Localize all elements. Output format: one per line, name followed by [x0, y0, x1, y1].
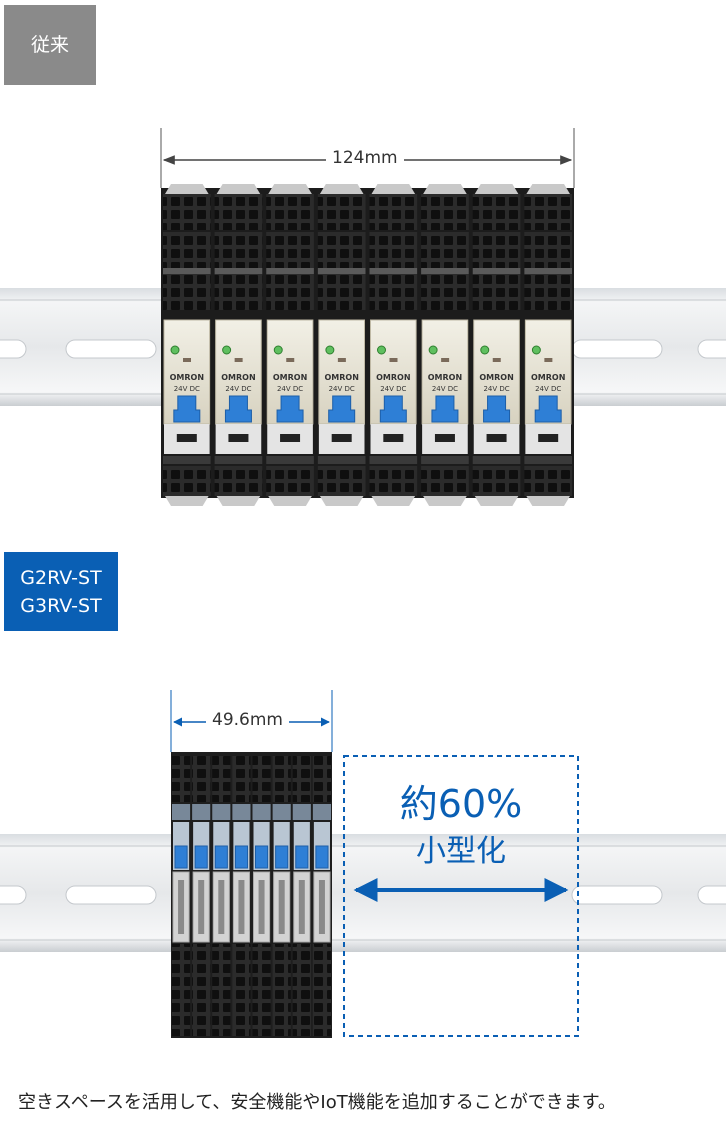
- relay-voltage-text: 24V DC: [535, 385, 561, 393]
- new-model-line-1: G2RV-ST: [20, 566, 102, 589]
- relay-voltage-text: 24V DC: [380, 385, 406, 393]
- saved-space-box: [343, 755, 579, 1037]
- relay-voltage-text: 24V DC: [277, 385, 303, 393]
- relay-brand-text: OMRON: [170, 373, 204, 382]
- new-width-label: 49.6mm: [206, 710, 289, 730]
- relay-voltage-text: 24V DC: [432, 385, 458, 393]
- new-relay-module: [212, 756, 231, 1036]
- relay-voltage-text: 24V DC: [174, 385, 200, 393]
- relay-brand-text: OMRON: [221, 373, 255, 382]
- new-relay-module: [192, 756, 211, 1036]
- relay-brand-text: OMRON: [376, 373, 410, 382]
- relay-brand-text: OMRON: [273, 373, 307, 382]
- caption-text: 空きスペースを活用して、安全機能やIoT機能を追加することができます。: [18, 1092, 616, 1113]
- conventional-relay-module: OMRON 24V DC: [163, 184, 211, 506]
- new-relay-module: [252, 756, 271, 1036]
- relay-brand-text: OMRON: [324, 373, 358, 382]
- new-model-line-2: G3RV-ST: [20, 594, 102, 617]
- conventional-label-text: 従来: [30, 34, 69, 56]
- relay-voltage-text: 24V DC: [225, 385, 251, 393]
- new-model-label: G2RV-ST G3RV-ST: [4, 552, 118, 631]
- new-relay-module: [172, 756, 191, 1036]
- conventional-relay-module: OMRON 24V DC: [369, 184, 418, 506]
- conventional-relay-module: OMRON 24V DC: [421, 184, 469, 506]
- conventional-relay-module: OMRON 24V DC: [317, 184, 366, 506]
- relay-voltage-text: 24V DC: [329, 385, 355, 393]
- new-relay-module: [292, 756, 311, 1036]
- relay-brand-text: OMRON: [428, 373, 462, 382]
- new-relay-module: [312, 756, 331, 1036]
- conventional-label: 従来: [4, 5, 96, 85]
- conventional-width-label: 124mm: [326, 148, 404, 168]
- conventional-relay-module: OMRON 24V DC: [472, 184, 521, 506]
- conventional-relay-module: OMRON 24V DC: [214, 184, 263, 506]
- relay-brand-text: OMRON: [479, 373, 513, 382]
- new-relay-module: [272, 756, 291, 1036]
- conventional-relay-module: OMRON 24V DC: [266, 184, 314, 506]
- new-relay-module: [232, 756, 251, 1036]
- relay-voltage-text: 24V DC: [483, 385, 509, 393]
- reduction-percent: 約60%: [399, 782, 523, 826]
- reduction-label: 小型化: [416, 834, 506, 869]
- relay-brand-text: OMRON: [531, 373, 565, 382]
- conventional-relay-module: OMRON 24V DC: [524, 184, 572, 506]
